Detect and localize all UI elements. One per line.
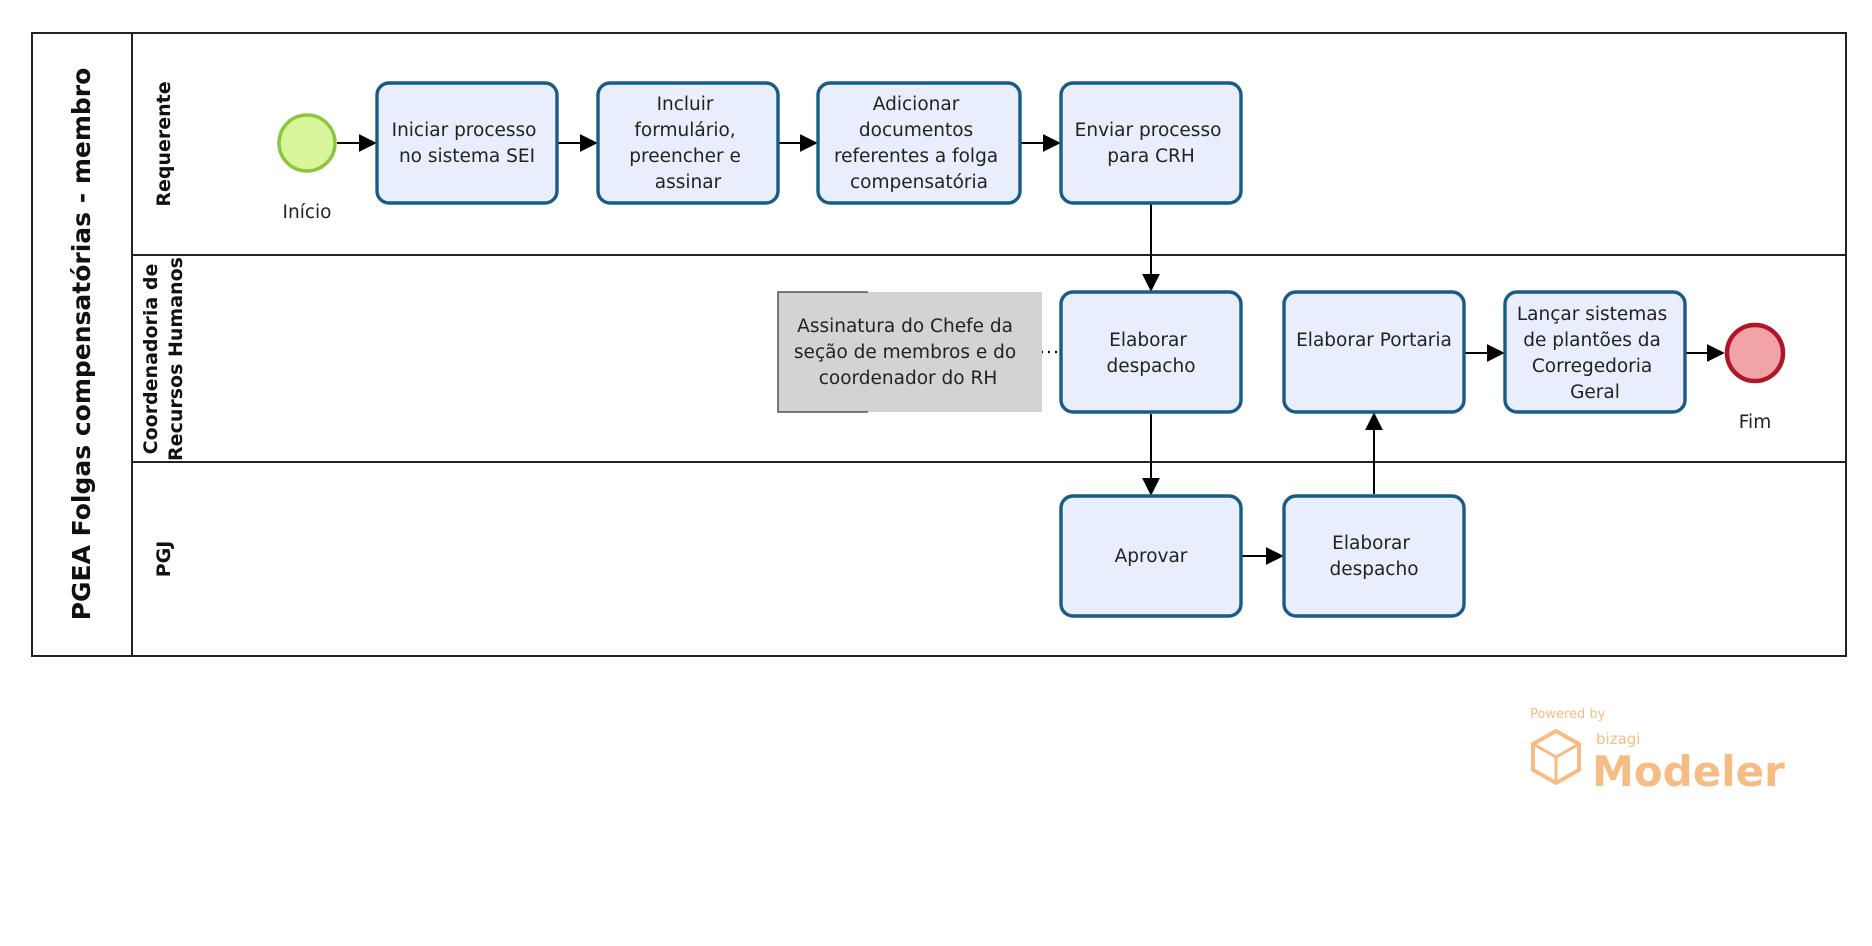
annotation-line-1: Assinatura do Chefe da [797, 316, 1013, 337]
bizagi-logo-icon [1531, 728, 1581, 786]
task-lancar-line-4: Geral [1570, 382, 1620, 403]
task-despacho-crh-line-2: despacho [1106, 356, 1195, 377]
sequence-flows [337, 134, 1725, 565]
task-despacho-crh-line-1: Elaborar [1109, 330, 1187, 351]
text-annotation[interactable]: Assinatura do Chefe da seção de membros … [777, 291, 1042, 413]
watermark-powered-by: Powered by [1530, 707, 1606, 722]
svg-text:Assinatura do Chefe da s: Assinatura do Chefe da seção de membros … [794, 316, 1022, 389]
annotation-line-2: seção de membros e do [794, 342, 1016, 363]
task-enviar-line-1: Enviar processo [1075, 120, 1222, 141]
end-event-icon [1724, 322, 1786, 384]
lane-crh-title-line2: Recursos Humanos [165, 257, 187, 461]
task-enviar-processo[interactable]: Enviar processo para CRH [1059, 81, 1243, 205]
task-despacho-pgj-line-1: Elaborar [1332, 533, 1410, 554]
task-iniciar-line-1: Iniciar processo [392, 120, 537, 141]
svg-text:Incluir formulário,: Incluir formulário, preencher e assinar [629, 94, 746, 193]
task-lancar-sistemas[interactable]: Lançar sistemas de plantões da Corregedo… [1503, 290, 1687, 414]
task-adicionar-line-1: Adicionar [873, 94, 960, 115]
task-lancar-line-2: de plantões da [1523, 330, 1661, 351]
task-despacho-pgj-line-2: despacho [1329, 559, 1418, 580]
lane-separators [132, 254, 1846, 463]
svg-text:Aprovar: Aprovar [1115, 546, 1188, 567]
svg-text:Elaborar despacho: Elaborar despacho [1106, 330, 1195, 377]
lane-pgj-title: PGJ [153, 541, 175, 578]
pool-title: PGEA Folgas compensatórias - membro [67, 68, 96, 621]
task-adicionar-line-4: compensatória [850, 172, 988, 193]
task-iniciar-processo[interactable]: Iniciar processo no sistema SEI [375, 81, 559, 205]
lane-requerente-title: Requerente [153, 81, 175, 206]
task-adicionar-line-3: referentes a folga [834, 146, 998, 167]
task-elaborar-portaria[interactable]: Elaborar Portaria [1282, 290, 1466, 414]
task-enviar-line-2: para CRH [1107, 146, 1195, 167]
end-event[interactable]: Fim [1724, 322, 1786, 433]
task-lancar-line-1: Lançar sistemas [1517, 304, 1667, 325]
annotation-line-3: coordenador do RH [819, 368, 998, 389]
task-incluir-line-3: preencher e [629, 146, 741, 167]
task-portaria-line-1: Elaborar Portaria [1296, 330, 1452, 351]
task-adicionar-documentos[interactable]: Adicionar documentos referentes a folga … [816, 81, 1022, 205]
task-incluir-formulario[interactable]: Incluir formulário, preencher e assinar [596, 81, 780, 205]
task-aprovar[interactable]: Aprovar [1059, 494, 1243, 618]
task-aprovar-line-1: Aprovar [1115, 546, 1188, 567]
svg-text:Iniciar processo no sist: Iniciar processo no sistema SEI [392, 120, 543, 167]
bizagi-watermark: Powered by bizagi Modeler [1530, 707, 1785, 796]
task-incluir-line-1: Incluir [657, 94, 714, 115]
task-lancar-line-3: Corregedoria [1532, 356, 1652, 377]
svg-text:Elaborar Portaria: Elaborar Portaria [1296, 330, 1452, 351]
task-incluir-line-4: assinar [655, 172, 722, 193]
watermark-product: Modeler [1592, 747, 1785, 796]
svg-text:Adicionar documentos: Adicionar documentos referentes a folga … [834, 94, 1004, 193]
svg-text:Elaborar despacho: Elaborar despacho [1329, 533, 1418, 580]
lane-crh-title-line1: Coordenadoria de [140, 264, 162, 455]
task-adicionar-line-2: documentos [859, 120, 973, 141]
task-elaborar-despacho-crh[interactable]: Elaborar despacho [1059, 290, 1243, 414]
start-event-label: Início [283, 202, 332, 223]
start-event[interactable]: Início [277, 113, 337, 223]
task-iniciar-line-2: no sistema SEI [399, 146, 535, 167]
task-incluir-line-2: formulário, [634, 120, 735, 141]
end-event-label: Fim [1739, 412, 1771, 433]
start-event-icon [277, 113, 337, 173]
svg-text:Enviar processo para CRH: Enviar processo para CRH [1075, 120, 1228, 167]
task-elaborar-despacho-pgj[interactable]: Elaborar despacho [1282, 494, 1466, 618]
watermark-brand: bizagi [1596, 730, 1640, 748]
svg-text:Lançar sistemas de plant: Lançar sistemas de plantões da Corregedo… [1517, 304, 1673, 403]
